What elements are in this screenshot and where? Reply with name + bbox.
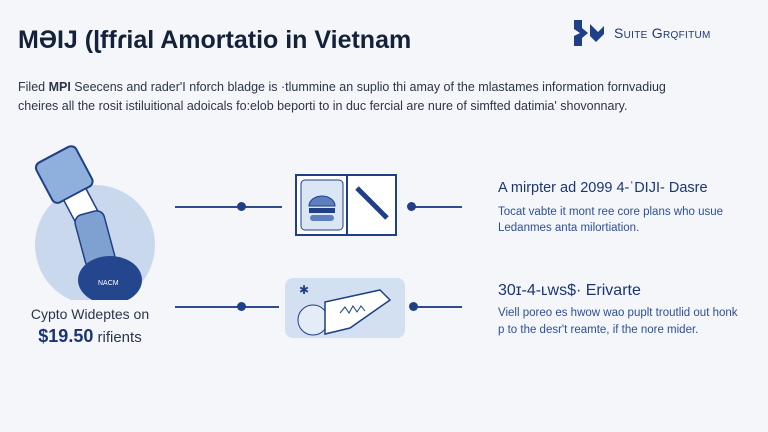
price-caption: $19.50 rifients [38, 326, 142, 346]
page-title: MƏIJ (ɭffɾial Amortatio in Vietnam [18, 26, 412, 54]
burger-tools-icon [295, 174, 397, 236]
connector-line [175, 206, 282, 208]
badge-text: NACM [98, 280, 119, 287]
caption-line: Cypto Wideptes on [30, 306, 150, 322]
item-body: Tocat vabte it mont ree core plans who u… [498, 206, 724, 218]
item-body: p to the desr't reamte, if the nore mide… [498, 324, 699, 336]
connector-dot [409, 302, 418, 311]
connector-line [412, 306, 462, 308]
item-heading: 30ɪ-4-ʟws$· Erivarte [498, 282, 641, 299]
crypto-stamp-illustration: NACM [34, 145, 155, 300]
intro-line-1: Filed MPI Seecens and rader'I nforch bla… [18, 80, 666, 94]
logo-icon [574, 20, 604, 46]
connector-dot [237, 202, 246, 211]
logo: Suite Grqfitum [572, 18, 711, 48]
connector-line [175, 306, 279, 308]
item-heading: A mirpter ad 2099 4-ˈDIJI- Dasre [498, 180, 708, 196]
connector-line [412, 206, 462, 208]
connector-dot [407, 202, 416, 211]
intro-line-2: cheires all the rosit istiluitional adoi… [18, 99, 628, 113]
price-tag-icon: ✱ [285, 278, 405, 338]
connector-dot [237, 302, 246, 311]
price: $19.50 [38, 326, 94, 346]
svg-text:✱: ✱ [299, 283, 309, 297]
item-body: Viell poreo es hwow wao puplt troutlid o… [498, 307, 738, 319]
logo-text: Suite Grqfitum [614, 25, 711, 41]
item-body: Ledanmes anta milortiation. [498, 222, 640, 234]
